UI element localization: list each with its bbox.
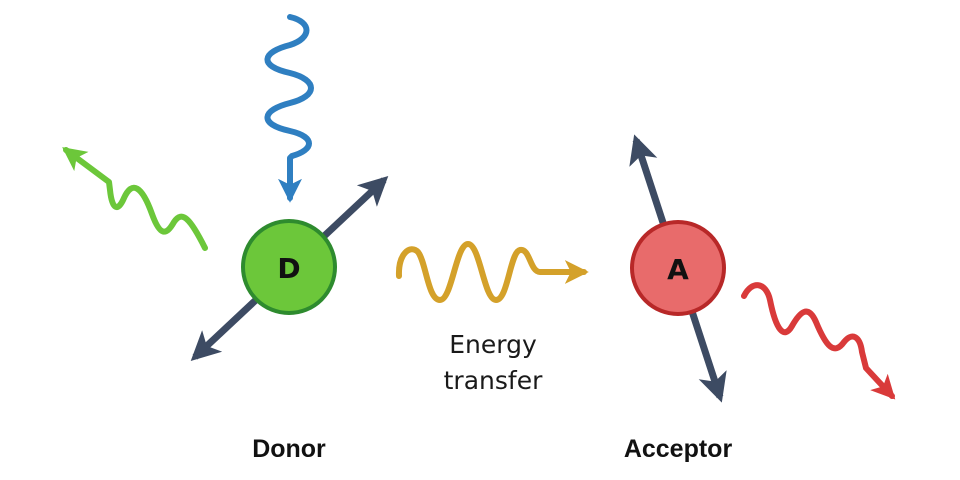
energy-transfer-label-line1: Energy xyxy=(449,330,537,359)
acceptor-letter: A xyxy=(667,253,689,286)
donor-molecule: D xyxy=(241,219,337,315)
acceptor-emission-wave-arrow-icon xyxy=(741,282,896,400)
donor-label: Donor xyxy=(252,435,326,463)
acceptor-molecule: A xyxy=(630,220,726,316)
acceptor-label: Acceptor xyxy=(624,435,733,463)
donor-circle xyxy=(241,219,337,315)
energy-transfer-label-line2: transfer xyxy=(444,366,543,395)
acceptor-circle xyxy=(630,220,726,316)
energy-transfer-wave-arrow-icon xyxy=(395,241,589,303)
excitation-wave-arrow-icon xyxy=(264,14,314,203)
donor-emission-wave-arrow-icon xyxy=(62,147,208,251)
donor-letter: D xyxy=(277,252,300,285)
